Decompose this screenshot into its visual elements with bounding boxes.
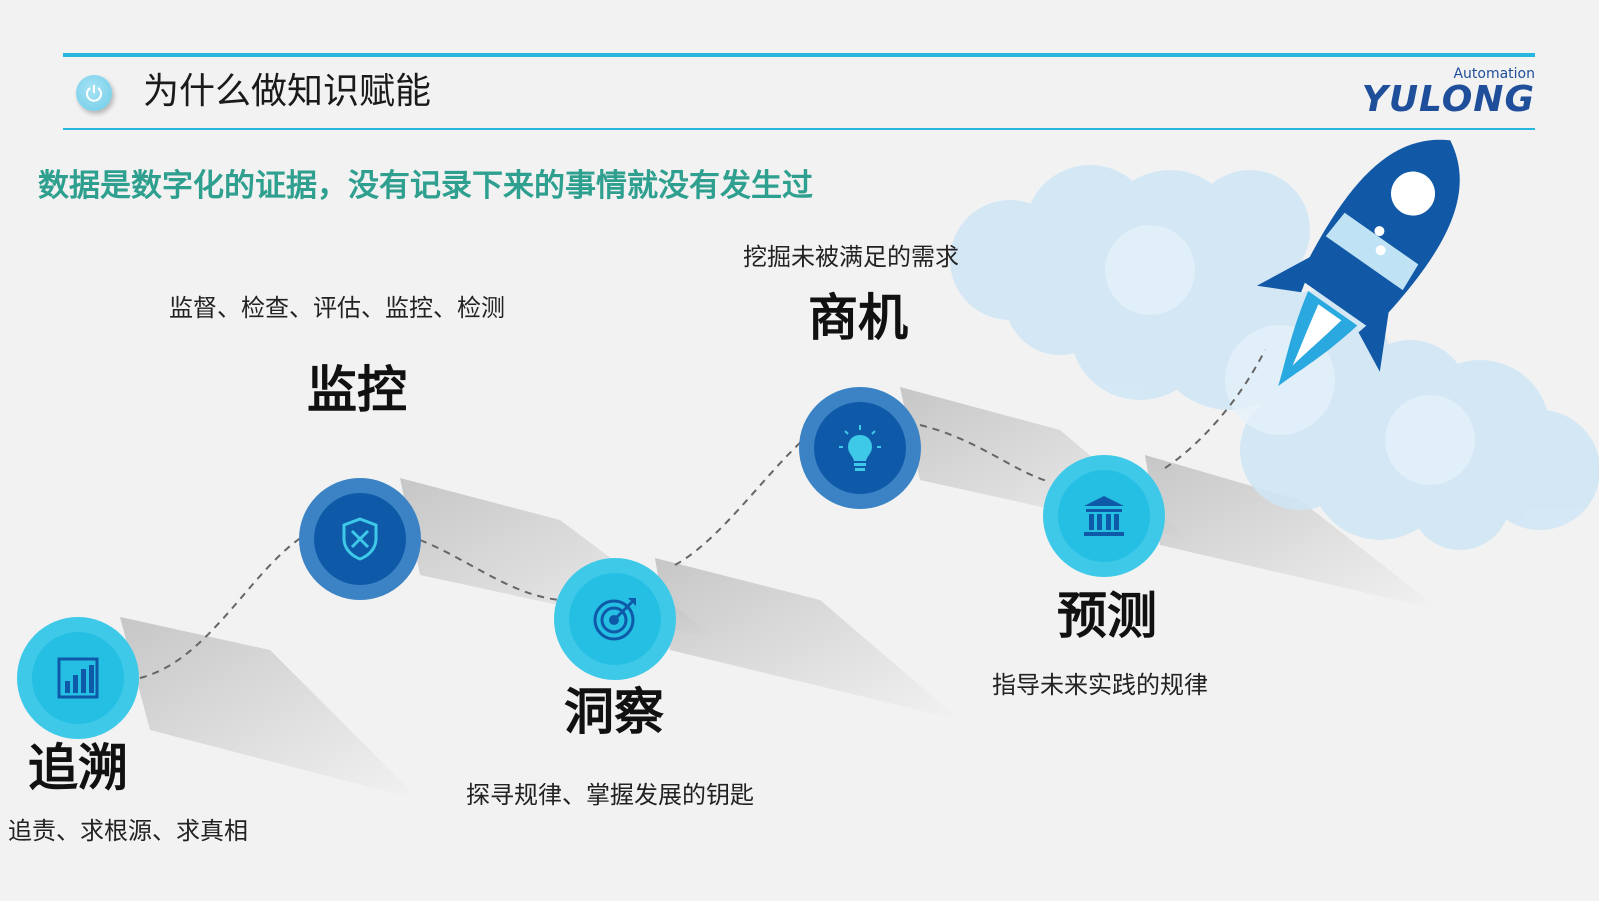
shield-arrows-icon: [342, 517, 378, 561]
brand-main: YULONG: [1361, 79, 1535, 120]
brand-sub: Automation: [1453, 66, 1535, 82]
stage-node-forecast: [1043, 455, 1165, 577]
header-top-rule: [63, 53, 1535, 57]
stage-label-opportunity: 商机: [808, 289, 908, 347]
subtitle: 数据是数字化的证据，没有记录下来的事情就没有发生过: [38, 168, 813, 204]
target-icon: [593, 598, 636, 641]
stage-label-trace: 追溯: [28, 739, 128, 797]
rocket-icon: [1256, 139, 1460, 387]
stage-desc-insight: 探寻规律、掌握发展的钥匙: [466, 781, 754, 809]
brand-logo: Automation YULONG: [1362, 66, 1535, 118]
stage-desc-forecast: 指导未来实践的规律: [992, 671, 1208, 699]
page-title: 为什么做知识赋能: [143, 71, 432, 112]
stage-node-opportunity: [799, 387, 921, 509]
stage-node-monitor: [299, 478, 421, 600]
stage-node-insight: [554, 558, 676, 680]
bank-icon: [1084, 496, 1124, 536]
stage-desc-monitor: 监督、检查、评估、监控、检测: [169, 294, 505, 322]
stage-desc-trace: 追责、求根源、求真相: [8, 817, 248, 845]
power-icon: [76, 75, 112, 111]
stage-node-trace: [17, 617, 139, 739]
progress-path: [139, 349, 1266, 679]
stage-label-monitor: 监控: [307, 361, 407, 419]
stage-label-insight: 洞察: [564, 683, 664, 741]
lightbulb-icon: [839, 425, 881, 471]
bar-chart-icon: [57, 657, 99, 699]
stage-label-forecast: 预测: [1057, 587, 1157, 645]
header-bottom-rule: [63, 128, 1535, 130]
stage-desc-opportunity: 挖掘未被满足的需求: [743, 243, 959, 271]
